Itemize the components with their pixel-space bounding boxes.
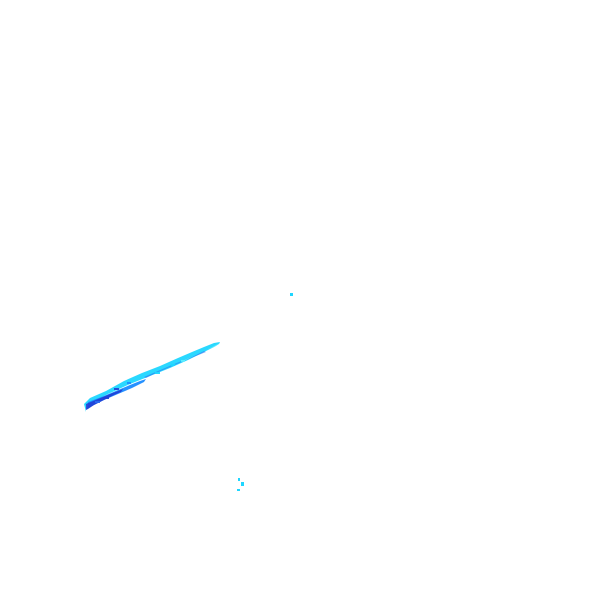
fragment-3: [103, 397, 109, 399]
streak-inner-blue: [87, 379, 146, 409]
fragment-6: [171, 364, 175, 366]
streak-dark-core: [86, 389, 123, 410]
fragment-4: [95, 401, 100, 403]
lower-fragment-2: [241, 482, 244, 486]
lower-fragment-3: [237, 489, 240, 491]
cyan-speck-center: [290, 293, 293, 296]
fragment-5: [155, 372, 160, 374]
streak-tail-tip: [184, 343, 220, 361]
fragment-7: [181, 360, 185, 362]
streak-main-body: [84, 342, 220, 412]
fragment-1: [114, 388, 119, 390]
lower-fragment-1: [238, 478, 240, 481]
fragment-2: [127, 382, 131, 384]
